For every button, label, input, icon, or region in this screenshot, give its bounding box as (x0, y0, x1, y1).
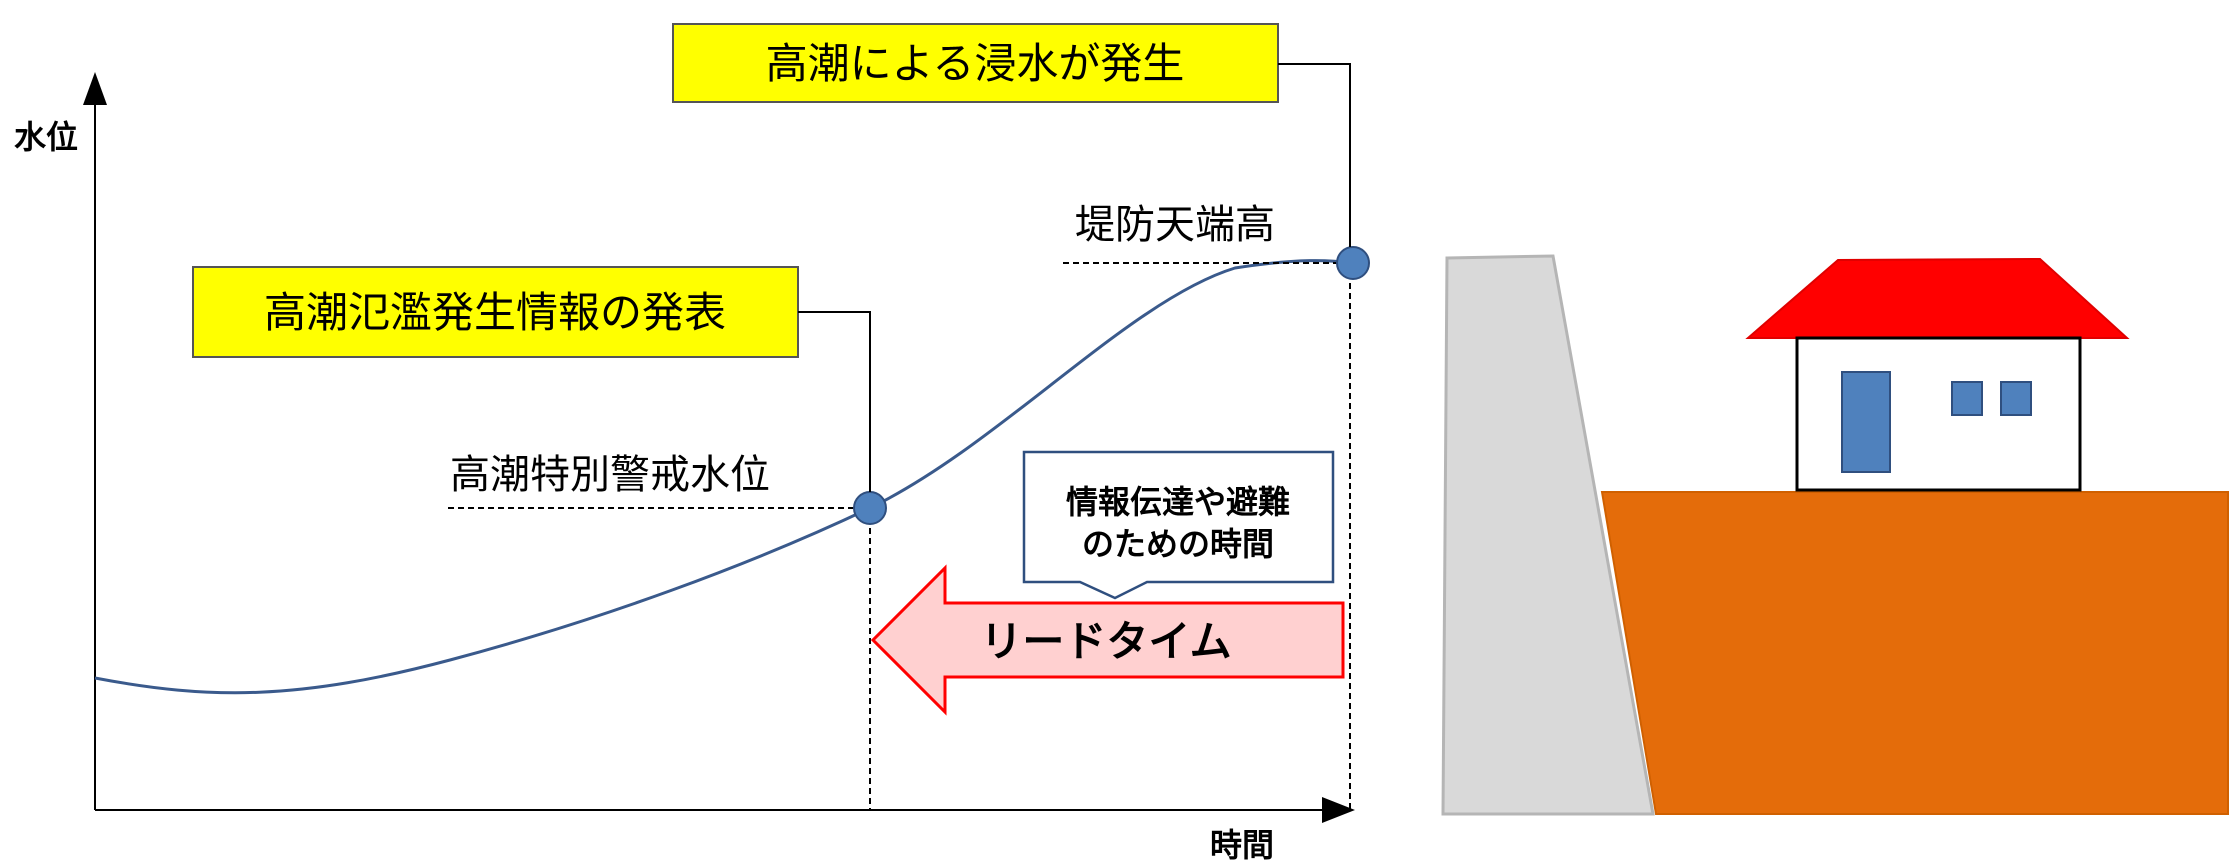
house-window-right (2000, 381, 2032, 416)
x-axis-arrowhead (1322, 797, 1355, 823)
lead-time-note-line2: のための時間 (1082, 525, 1274, 563)
lead-time-note: 情報伝達や避難 のための時間 (1022, 450, 1335, 600)
lead-time-note-bubble (1022, 450, 1335, 600)
axes: 水位 時間 (14, 72, 1355, 863)
ground (1600, 491, 2229, 815)
lead-time-note-line1: 情報伝達や避難 (1066, 483, 1290, 521)
x-axis-label: 時間 (1210, 826, 1274, 863)
special-warning-marker (853, 491, 887, 525)
lead-time-arrow: リードタイム (870, 564, 1345, 716)
lead-time-arrow-shape (870, 564, 1345, 716)
seawall (1441, 254, 1655, 816)
embankment-crest-marker (1336, 246, 1370, 280)
announcement-leader-line (798, 311, 871, 492)
y-axis-arrowhead (83, 72, 107, 105)
announcement-callout: 高潮氾濫発生情報の発表 (192, 266, 871, 492)
special-warning-level-label: 高潮特別警戒水位 (450, 452, 770, 498)
announcement-callout-text: 高潮氾濫発生情報の発表 (264, 288, 726, 337)
embankment-crest-label: 堤防天端高 (1075, 202, 1275, 248)
lead-time-label: リードタイム (980, 617, 1231, 666)
house-window-left (1951, 381, 1983, 416)
embankment-illustration (1441, 254, 2229, 816)
house-roof (1745, 257, 2130, 339)
y-axis-label: 水位 (14, 118, 78, 156)
water-level-curve (94, 259, 1354, 695)
house-body (1795, 336, 2082, 492)
house-door (1841, 371, 1891, 473)
inundation-leader-line (1278, 63, 1351, 247)
inundation-callout-text: 高潮による浸水が発生 (766, 39, 1185, 88)
inundation-callout-box (672, 23, 1279, 103)
inundation-callout: 高潮による浸水が発生 (672, 23, 1351, 247)
house (1745, 257, 2130, 492)
